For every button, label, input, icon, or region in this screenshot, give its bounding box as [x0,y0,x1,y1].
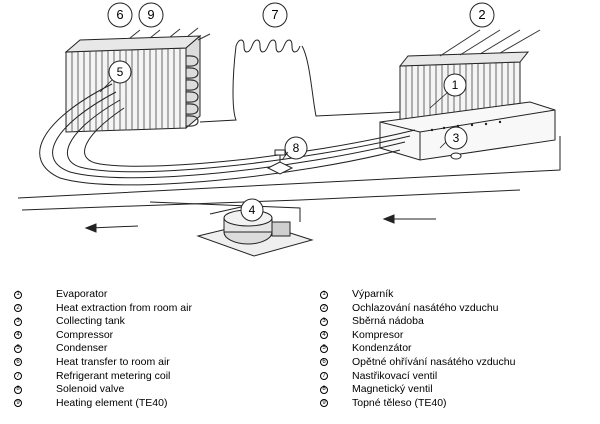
legend-number-icon: 6 [320,356,334,370]
svg-text:9: 9 [147,7,154,22]
airflow-arrows [84,214,436,233]
legend-number-icon: 1 [320,288,334,302]
legend-number-icon: 9 [320,397,334,411]
svg-text:8: 8 [293,141,300,155]
legend-number-icon: 6 [14,356,28,370]
legend-number-icon: 5 [320,342,334,356]
refrigerant-metering-coil [199,39,401,123]
legend-number-icon: 2 [14,302,28,316]
callout-7: 7 [262,2,288,28]
legend-number-icon: 4 [14,329,28,343]
svg-text:1: 1 [452,78,459,92]
callout-5: 5 [108,60,132,84]
svg-text:4: 4 [249,203,256,217]
legend-number-icon: 5 [14,342,28,356]
callout-9: 9 [138,2,164,28]
callout-1: 1 [443,73,467,97]
legend-number-icon: 4 [320,329,334,343]
legend-number-icon: 8 [14,383,28,397]
legend-number-icon: 7 [14,370,28,384]
refrigeration-circuit-diagram: 1 2 3 4 5 6 7 8 9 [17,2,561,257]
collecting-tank [379,101,556,161]
callout-3: 3 [444,126,468,150]
callout-8: 8 [284,136,308,160]
callout-leader-lines [99,79,449,161]
svg-text:6: 6 [116,7,123,22]
callout-6: 6 [107,2,133,28]
compressor [196,209,314,257]
svg-text:5: 5 [117,65,124,79]
svg-text:7: 7 [271,7,278,22]
svg-text:3: 3 [453,131,460,145]
callout-2: 2 [469,2,495,28]
legend-number-icon: 1 [14,288,28,302]
solenoid-valve [266,149,294,175]
callout-4: 4 [240,198,264,222]
legend-number-icon: 7 [320,370,334,384]
legend-number-icon: 3 [320,315,334,329]
refrigerant-piping [17,83,561,222]
legend-number-icon: 8 [320,383,334,397]
legend-number-icon: 3 [14,315,28,329]
legend-number-icon: 9 [14,397,28,411]
condenser-coil [64,27,211,133]
svg-text:2: 2 [478,7,485,22]
legend-number-icon: 2 [320,302,334,316]
